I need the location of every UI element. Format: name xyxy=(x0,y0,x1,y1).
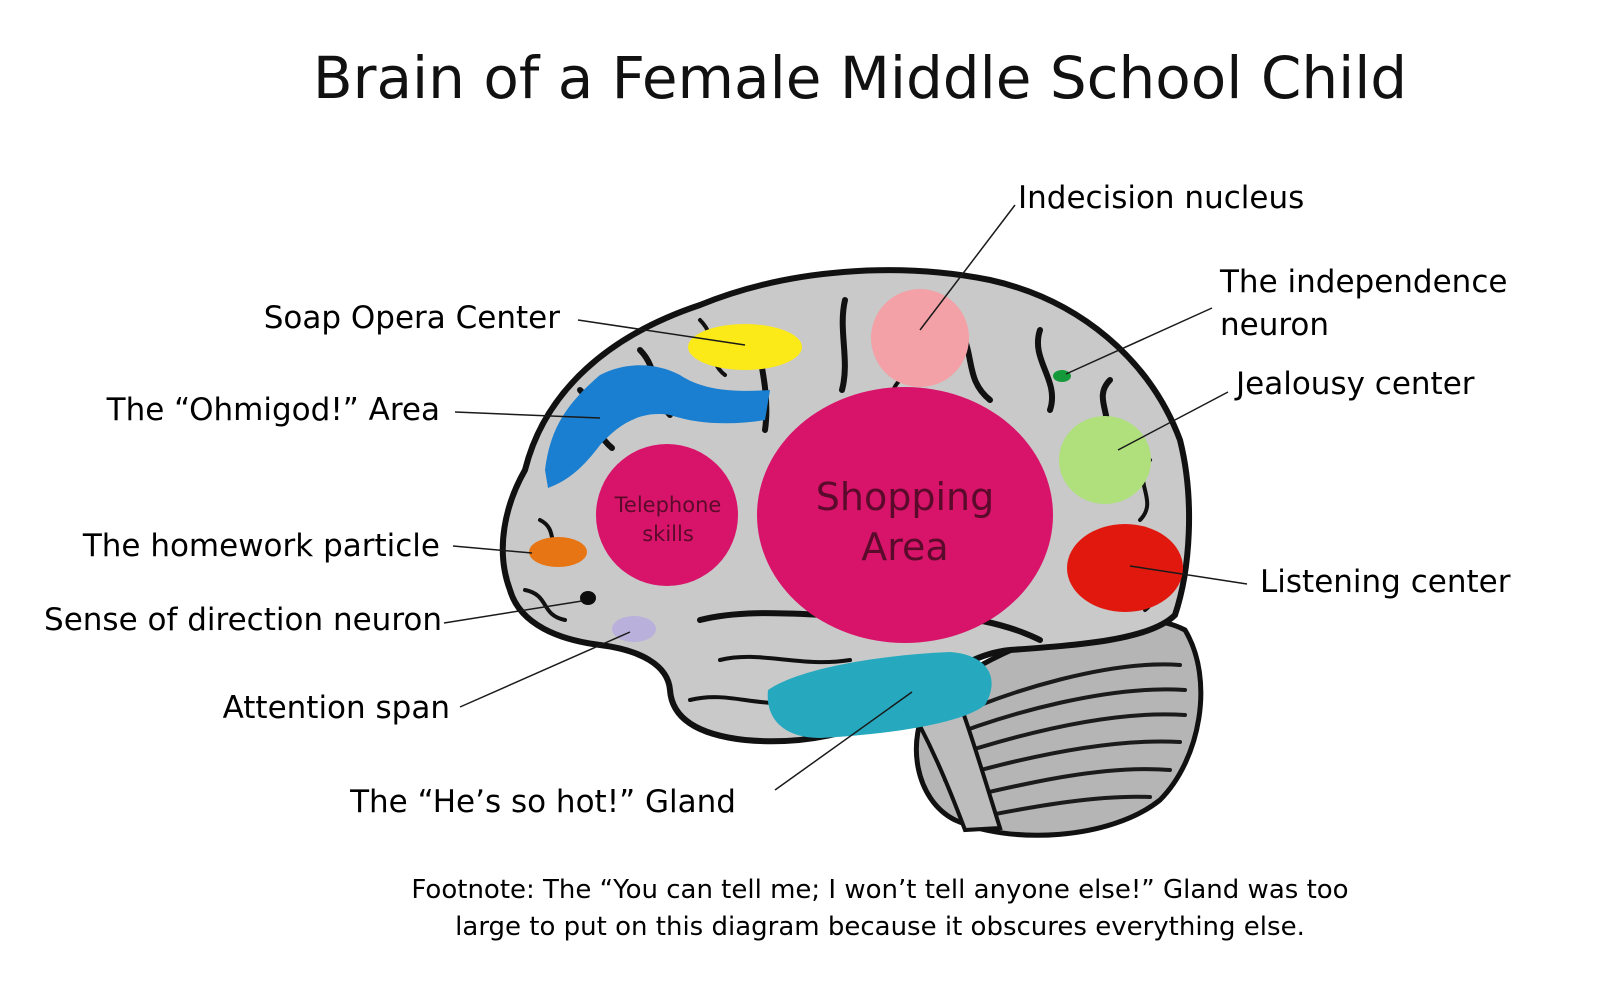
independence-neuron xyxy=(1053,370,1071,382)
shopping-area-label-line1: Shopping xyxy=(816,475,994,519)
direction-neuron xyxy=(580,591,596,605)
label-indecision: Indecision nucleus xyxy=(1018,180,1304,216)
telephone-skills xyxy=(596,444,738,586)
label-hes-so-hot: The “He’s so hot!” Gland xyxy=(349,784,736,820)
label-direction: Sense of direction neuron xyxy=(44,602,442,638)
listening-center xyxy=(1067,524,1183,612)
label-attention: Attention span xyxy=(223,690,450,726)
jealousy-center xyxy=(1059,416,1151,504)
label-independence-line2: neuron xyxy=(1220,307,1329,343)
leader-hes-so-hot xyxy=(774,691,913,791)
shopping-area-label-line2: Area xyxy=(861,525,948,569)
label-listening: Listening center xyxy=(1260,564,1511,600)
shopping-area xyxy=(757,387,1053,643)
homework-particle xyxy=(529,537,587,567)
leader-direction xyxy=(443,600,583,624)
label-ohmigod: The “Ohmigod!” Area xyxy=(106,392,440,428)
ohmigod-area xyxy=(545,365,770,488)
soap-opera-center xyxy=(688,324,802,370)
hes-so-hot-gland xyxy=(767,652,992,738)
label-soap-opera: Soap Opera Center xyxy=(264,300,561,336)
telephone-skills-label-line1: Telephone xyxy=(614,493,722,517)
leader-independence xyxy=(1065,307,1213,375)
leader-soap-opera xyxy=(577,319,746,346)
leader-attention xyxy=(459,631,631,708)
leader-homework xyxy=(452,545,533,554)
label-independence-line1: The independence xyxy=(1219,264,1507,300)
label-jealousy: Jealousy center xyxy=(1234,366,1475,402)
footnote-line2: large to put on this diagram because it … xyxy=(455,912,1305,942)
labels: Soap Opera Center The “Ohmigod!” Area Th… xyxy=(44,180,1511,820)
leader-lines xyxy=(443,204,1248,791)
label-homework: The homework particle xyxy=(82,528,440,564)
leader-jealousy xyxy=(1117,391,1229,451)
leader-indecision xyxy=(919,204,1016,331)
indecision-nucleus xyxy=(871,289,969,387)
leader-ohmigod xyxy=(454,411,601,419)
telephone-skills-label-line2: skills xyxy=(642,522,694,546)
attention-span xyxy=(612,616,656,642)
footnote-line1: Footnote: The “You can tell me; I won’t … xyxy=(411,875,1348,905)
page-title: Brain of a Female Middle School Child xyxy=(313,44,1407,112)
brain-illustration: Telephone skills Shopping Area xyxy=(499,267,1204,838)
leader-listening xyxy=(1129,565,1248,585)
